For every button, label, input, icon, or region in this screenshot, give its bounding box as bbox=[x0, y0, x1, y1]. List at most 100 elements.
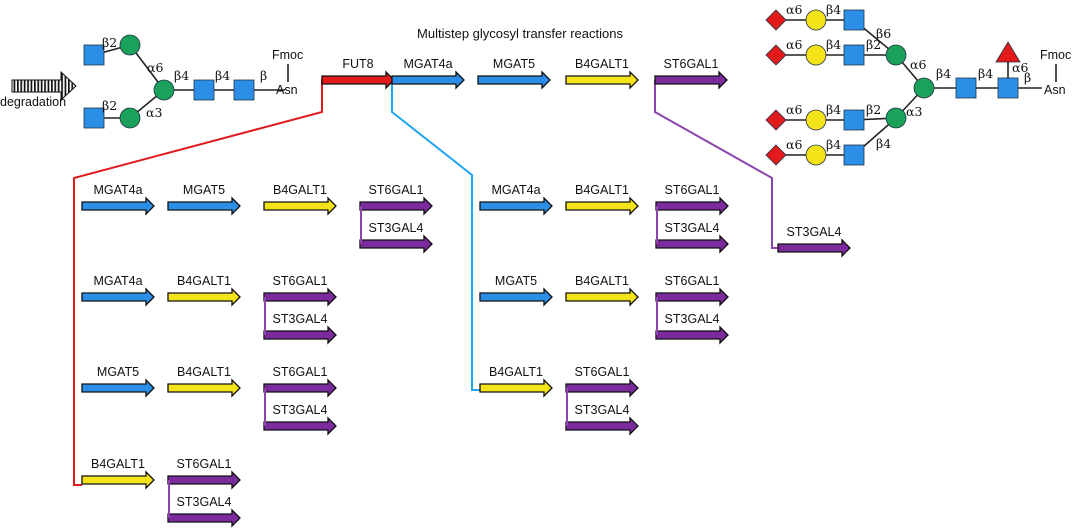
blue-pathway-line bbox=[391, 80, 480, 391]
linkage-label: β4 bbox=[876, 136, 891, 151]
enzyme-arrow bbox=[565, 196, 639, 216]
enzyme-arrow bbox=[777, 238, 851, 258]
enzyme-label: ST3GAL4 bbox=[177, 495, 232, 509]
sialic-acid-icon bbox=[765, 144, 787, 166]
enzyme-label: B4GALT1 bbox=[177, 365, 231, 379]
enzyme-arrow bbox=[263, 196, 337, 216]
linkage-label: α3 bbox=[906, 104, 922, 119]
enzyme-step-mgat5: MGAT5 bbox=[479, 274, 553, 307]
enzyme-arrow bbox=[321, 70, 395, 90]
degradation-arrow bbox=[11, 70, 77, 102]
enzyme-arrow bbox=[167, 196, 241, 216]
linkage-label: β4 bbox=[826, 37, 841, 52]
linkage-label: β4 bbox=[978, 66, 993, 81]
enzyme-step-b4galt1: B4GALT1 bbox=[81, 457, 155, 490]
enzyme-label: MGAT5 bbox=[495, 274, 537, 288]
enzyme-arrow bbox=[654, 70, 728, 90]
enzyme-arrow bbox=[263, 287, 337, 307]
enzyme-label: MGAT4a bbox=[491, 183, 540, 197]
sialic-acid-icon bbox=[765, 109, 787, 131]
linkage-label: α6 bbox=[147, 60, 163, 75]
galactose-icon bbox=[805, 9, 827, 31]
enzyme-arrow bbox=[81, 470, 155, 490]
mannose-icon bbox=[885, 107, 907, 129]
enzyme-arrow bbox=[655, 234, 729, 254]
linkage-label: β bbox=[260, 68, 267, 83]
linkage-label: α3 bbox=[146, 105, 162, 120]
enzyme-step-st6gal1: ST6GAL1 bbox=[263, 274, 337, 307]
enzyme-step-mgat4a: MGAT4a bbox=[81, 183, 155, 216]
enzyme-step-st3gal4: ST3GAL4 bbox=[263, 403, 337, 436]
enzyme-step-st3gal4: ST3GAL4 bbox=[263, 312, 337, 345]
linkage-label: β2 bbox=[102, 98, 117, 113]
linkage-label: β2 bbox=[866, 102, 881, 117]
enzyme-label: ST6GAL1 bbox=[273, 365, 328, 379]
enzyme-arrow bbox=[263, 325, 337, 345]
linkage-label: β4 bbox=[936, 66, 951, 81]
enzyme-label: MGAT4a bbox=[93, 274, 142, 288]
enzyme-label: ST6GAL1 bbox=[575, 365, 630, 379]
glcnac-icon bbox=[843, 44, 865, 66]
fucose-icon bbox=[995, 41, 1021, 63]
enzyme-label: ST6GAL1 bbox=[177, 457, 232, 471]
enzyme-arrow bbox=[565, 70, 639, 90]
enzyme-arrow bbox=[167, 287, 241, 307]
enzyme-step-st3gal4: ST3GAL4 bbox=[655, 221, 729, 254]
linkage-label: β6 bbox=[876, 26, 891, 41]
enzyme-step-b4galt1: B4GALT1 bbox=[565, 57, 639, 90]
enzyme-arrow bbox=[263, 416, 337, 436]
enzyme-arrow bbox=[479, 287, 553, 307]
glcnac-icon bbox=[843, 144, 865, 166]
enzyme-step-mgat4a: MGAT4a bbox=[391, 57, 465, 90]
purple-pathway-line bbox=[654, 80, 778, 249]
asn-label: Asn bbox=[276, 83, 298, 97]
mannose-icon bbox=[119, 34, 141, 56]
mannose-icon bbox=[913, 77, 935, 99]
enzyme-arrow bbox=[263, 378, 337, 398]
enzyme-arrow bbox=[479, 378, 553, 398]
linkage-label: β4 bbox=[215, 68, 230, 83]
enzyme-arrow bbox=[655, 287, 729, 307]
glcnac-icon bbox=[193, 79, 215, 101]
enzyme-step-mgat5: MGAT5 bbox=[477, 57, 551, 90]
enzyme-label: ST3GAL4 bbox=[273, 312, 328, 326]
enzyme-label: ST3GAL4 bbox=[369, 221, 424, 235]
enzyme-label: B4GALT1 bbox=[91, 457, 145, 471]
galactose-icon bbox=[805, 109, 827, 131]
enzyme-label: B4GALT1 bbox=[177, 274, 231, 288]
enzyme-arrow bbox=[655, 325, 729, 345]
enzyme-arrow bbox=[359, 234, 433, 254]
enzyme-step-b4galt1: B4GALT1 bbox=[479, 365, 553, 398]
enzyme-label: B4GALT1 bbox=[575, 57, 629, 71]
enzyme-step-st3gal4: ST3GAL4 bbox=[565, 403, 639, 436]
enzyme-label: B4GALT1 bbox=[273, 183, 327, 197]
enzyme-step-b4galt1: B4GALT1 bbox=[263, 183, 337, 216]
enzyme-arrow bbox=[565, 416, 639, 436]
enzyme-label: ST6GAL1 bbox=[273, 274, 328, 288]
diagram-title: Multistep glycosyl transfer reactions bbox=[417, 26, 623, 41]
linkage-label: β4 bbox=[826, 2, 841, 17]
glcnac-icon bbox=[83, 107, 105, 129]
enzyme-label: FUT8 bbox=[342, 57, 373, 71]
enzyme-step-b4galt1: B4GALT1 bbox=[565, 183, 639, 216]
linkage-label: β2 bbox=[102, 35, 117, 50]
glcnac-icon bbox=[233, 79, 255, 101]
enzyme-step-mgat4a: MGAT4a bbox=[479, 183, 553, 216]
enzyme-arrow bbox=[565, 378, 639, 398]
enzyme-arrow bbox=[359, 196, 433, 216]
mannose-icon bbox=[885, 44, 907, 66]
enzyme-label: ST3GAL4 bbox=[273, 403, 328, 417]
enzyme-arrow bbox=[81, 196, 155, 216]
enzyme-step-b4galt1: B4GALT1 bbox=[565, 274, 639, 307]
sialic-acid-icon bbox=[765, 44, 787, 66]
enzyme-step-st6gal1: ST6GAL1 bbox=[263, 365, 337, 398]
enzyme-arrow bbox=[81, 287, 155, 307]
enzyme-step-st6gal1: ST6GAL1 bbox=[655, 274, 729, 307]
enzyme-step-st3gal4: ST3GAL4 bbox=[777, 225, 851, 258]
linkage-label: β4 bbox=[174, 68, 189, 83]
enzyme-label: ST6GAL1 bbox=[665, 274, 720, 288]
fmoc-label: Fmoc bbox=[1040, 48, 1071, 62]
enzyme-step-fut8: FUT8 bbox=[321, 57, 395, 90]
